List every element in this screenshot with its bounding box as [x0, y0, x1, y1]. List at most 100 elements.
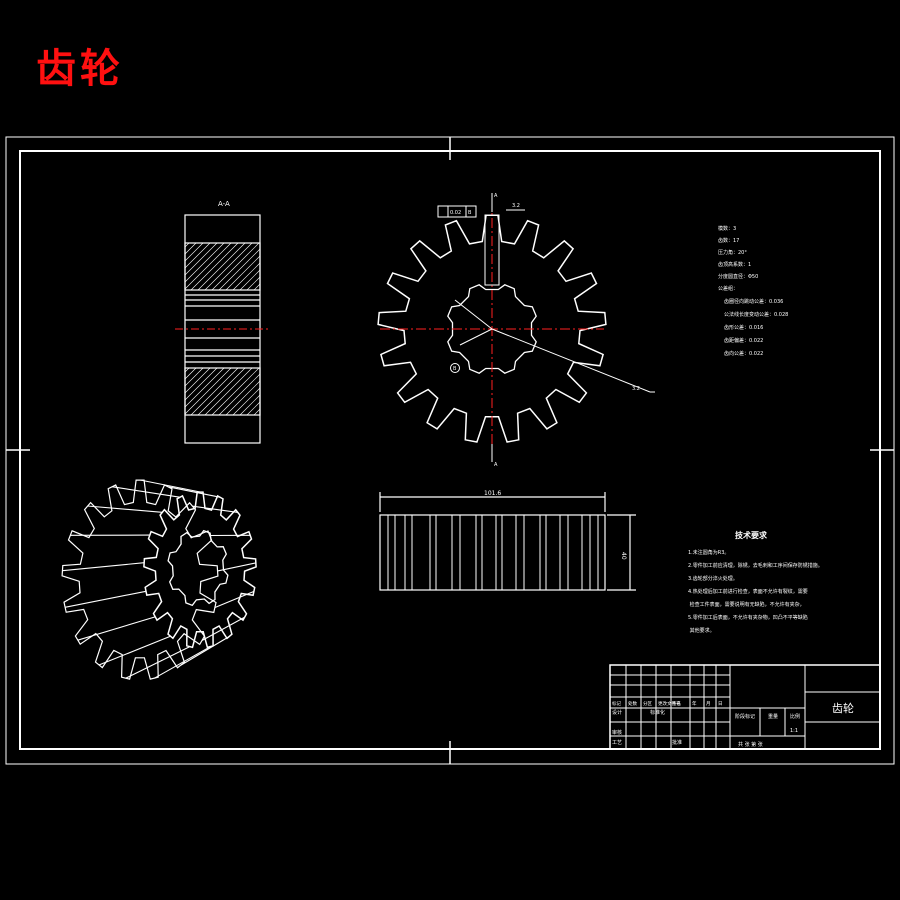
tech-line: 5.零件加工后表面，不允许有夹杂物，凹凸不平等缺陷 — [688, 614, 808, 621]
titleblock-row-label: 年 — [692, 700, 697, 707]
design-label: 设计 — [612, 709, 622, 716]
scale-label: 比例 — [790, 713, 800, 720]
hatch-line — [211, 242, 260, 291]
tooth-edge — [87, 505, 163, 513]
tooth-edge — [180, 635, 230, 666]
param-line: 齿数：17 — [718, 237, 739, 244]
hatch-line — [184, 242, 225, 283]
hatch-line — [184, 242, 232, 290]
gear-side-view: 101.6 40 — [379, 490, 636, 591]
hatch-line — [225, 380, 261, 416]
tooth-edge — [153, 646, 211, 679]
hatch-line — [184, 367, 190, 373]
tooth-edge — [98, 635, 171, 666]
roughness-right: 3.2 — [632, 386, 640, 392]
hatch-line — [225, 255, 261, 291]
outer-border — [5, 136, 895, 765]
scale-value: 1:1 — [790, 728, 798, 734]
tooth-edge — [201, 616, 246, 641]
hatch-line — [184, 367, 218, 401]
hatch-line — [204, 242, 253, 291]
titleblock-row-label: 分区 — [643, 700, 652, 707]
hatch-line — [184, 367, 197, 380]
hatch-line — [239, 269, 261, 291]
tooth-edge — [62, 562, 145, 572]
tooth-edge — [168, 486, 221, 498]
hatch-line — [246, 276, 261, 291]
stage-label: 阶段标记 — [735, 713, 755, 720]
tooth-edge — [77, 616, 156, 641]
hatch-line — [184, 242, 211, 269]
hatch-line — [246, 401, 261, 416]
inner-frame — [19, 150, 881, 750]
hatch-line — [218, 373, 261, 416]
tolerance-datum: B — [468, 210, 472, 216]
hatch-line — [184, 367, 204, 387]
titleblock-row-label: 月 — [706, 701, 711, 707]
tech-line: 3.齿轮部分淬火处理。 — [688, 575, 738, 582]
tech-line: 4.热处理后加工前进行检查，表面不允许有裂纹，需要 — [688, 588, 808, 595]
param-line: 齿顶高系数：1 — [718, 261, 751, 268]
review-label: 审核 — [612, 729, 622, 736]
hatch-line — [184, 367, 232, 415]
hatch-line — [232, 387, 261, 416]
weight-label: 重量 — [768, 713, 778, 720]
param-line: 公差组： — [718, 285, 738, 292]
param-subline: 齿形公差：0.016 — [724, 324, 763, 331]
section-view: A-A — [175, 200, 270, 444]
hatch-line — [232, 262, 261, 291]
titleblock-row-label: 日 — [718, 701, 723, 707]
hatch-line — [253, 408, 261, 416]
param-line: 分度圆直径：Φ50 — [718, 273, 758, 280]
cut-label-bottom: A — [494, 462, 498, 468]
dim-width: 101.6 — [484, 490, 501, 497]
hatch-line — [190, 242, 239, 291]
titleblock-row-label: 处数 — [628, 700, 637, 707]
hatch-line — [184, 367, 225, 408]
titleblock-row-label: 更改文件号 — [658, 700, 681, 707]
sheet-label: 共 张 第 张 — [738, 741, 763, 748]
tech-line: 1.未注圆角为R3。 — [688, 549, 729, 556]
part-name: 齿轮 — [832, 701, 854, 715]
centering-marks — [6, 137, 894, 764]
gear-3d-view — [61, 479, 257, 680]
hatch-bottom — [184, 367, 261, 416]
hatch-line — [197, 367, 246, 416]
hatch-line — [211, 367, 260, 416]
param-subline: 公法线长度变动公差：0.028 — [724, 311, 788, 318]
datum-circle-label: B — [453, 366, 457, 372]
titleblock-row-label: 标记 — [612, 700, 621, 707]
cut-label-top: A — [494, 193, 498, 199]
hatch-line — [239, 394, 261, 416]
hatch-line — [184, 242, 218, 276]
hatch-line — [253, 283, 261, 291]
param-subline: 齿距偏差：0.022 — [724, 337, 763, 344]
hatch-line — [190, 367, 239, 416]
tooth-edge — [192, 505, 238, 513]
title-block: 齿轮 工艺 审核 设计 标准化 批准 阶段标记 重量 比例 1:1 共 张 第 … — [609, 664, 881, 750]
process-label: 工艺 — [612, 740, 622, 746]
dim-height: 40 — [620, 552, 627, 560]
tech-line: 2.零件加工前应清理，除锈，去毛刺和工序间保存防锈措施。 — [688, 562, 823, 569]
param-subline: 齿圈径向跳动公差：0.036 — [724, 298, 783, 305]
param-subline: 齿向公差：0.022 — [724, 350, 763, 357]
titleblock-row-label: 签名 — [672, 700, 681, 707]
param-line: 模数：3 — [718, 225, 736, 232]
tech-line: 检查工件表面，需要说明有无缺陷，不允许有夹杂， — [688, 601, 805, 608]
tech-title: 技术要求 — [735, 530, 768, 540]
hatch-line — [184, 242, 197, 255]
param-line: 压力角：20° — [718, 249, 747, 256]
roughness-top: 3.2 — [512, 203, 520, 209]
hatch-line — [197, 242, 246, 291]
tooth-edge — [111, 486, 180, 498]
gear-params: 模数：3 齿数：17 压力角：20° 齿顶高系数：1 分度圆直径：Φ50 公差组： 齿圈径向… — [718, 225, 788, 357]
hatch-top — [184, 242, 261, 291]
standard-label: 标准化 — [650, 709, 665, 716]
hatch-line — [184, 242, 204, 262]
svg-text:1.未注圆角为R3。2.零件加工前应清理，除锈，去毛刺和工序: 1.未注圆角为R3。 2.零件加工前应清理，除锈，去毛刺和工序间保存防锈措施。 3.… — [688, 549, 823, 634]
page-title: 齿轮 — [36, 45, 124, 92]
tooth-edge — [125, 646, 190, 679]
approve-label: 批准 — [672, 739, 682, 746]
